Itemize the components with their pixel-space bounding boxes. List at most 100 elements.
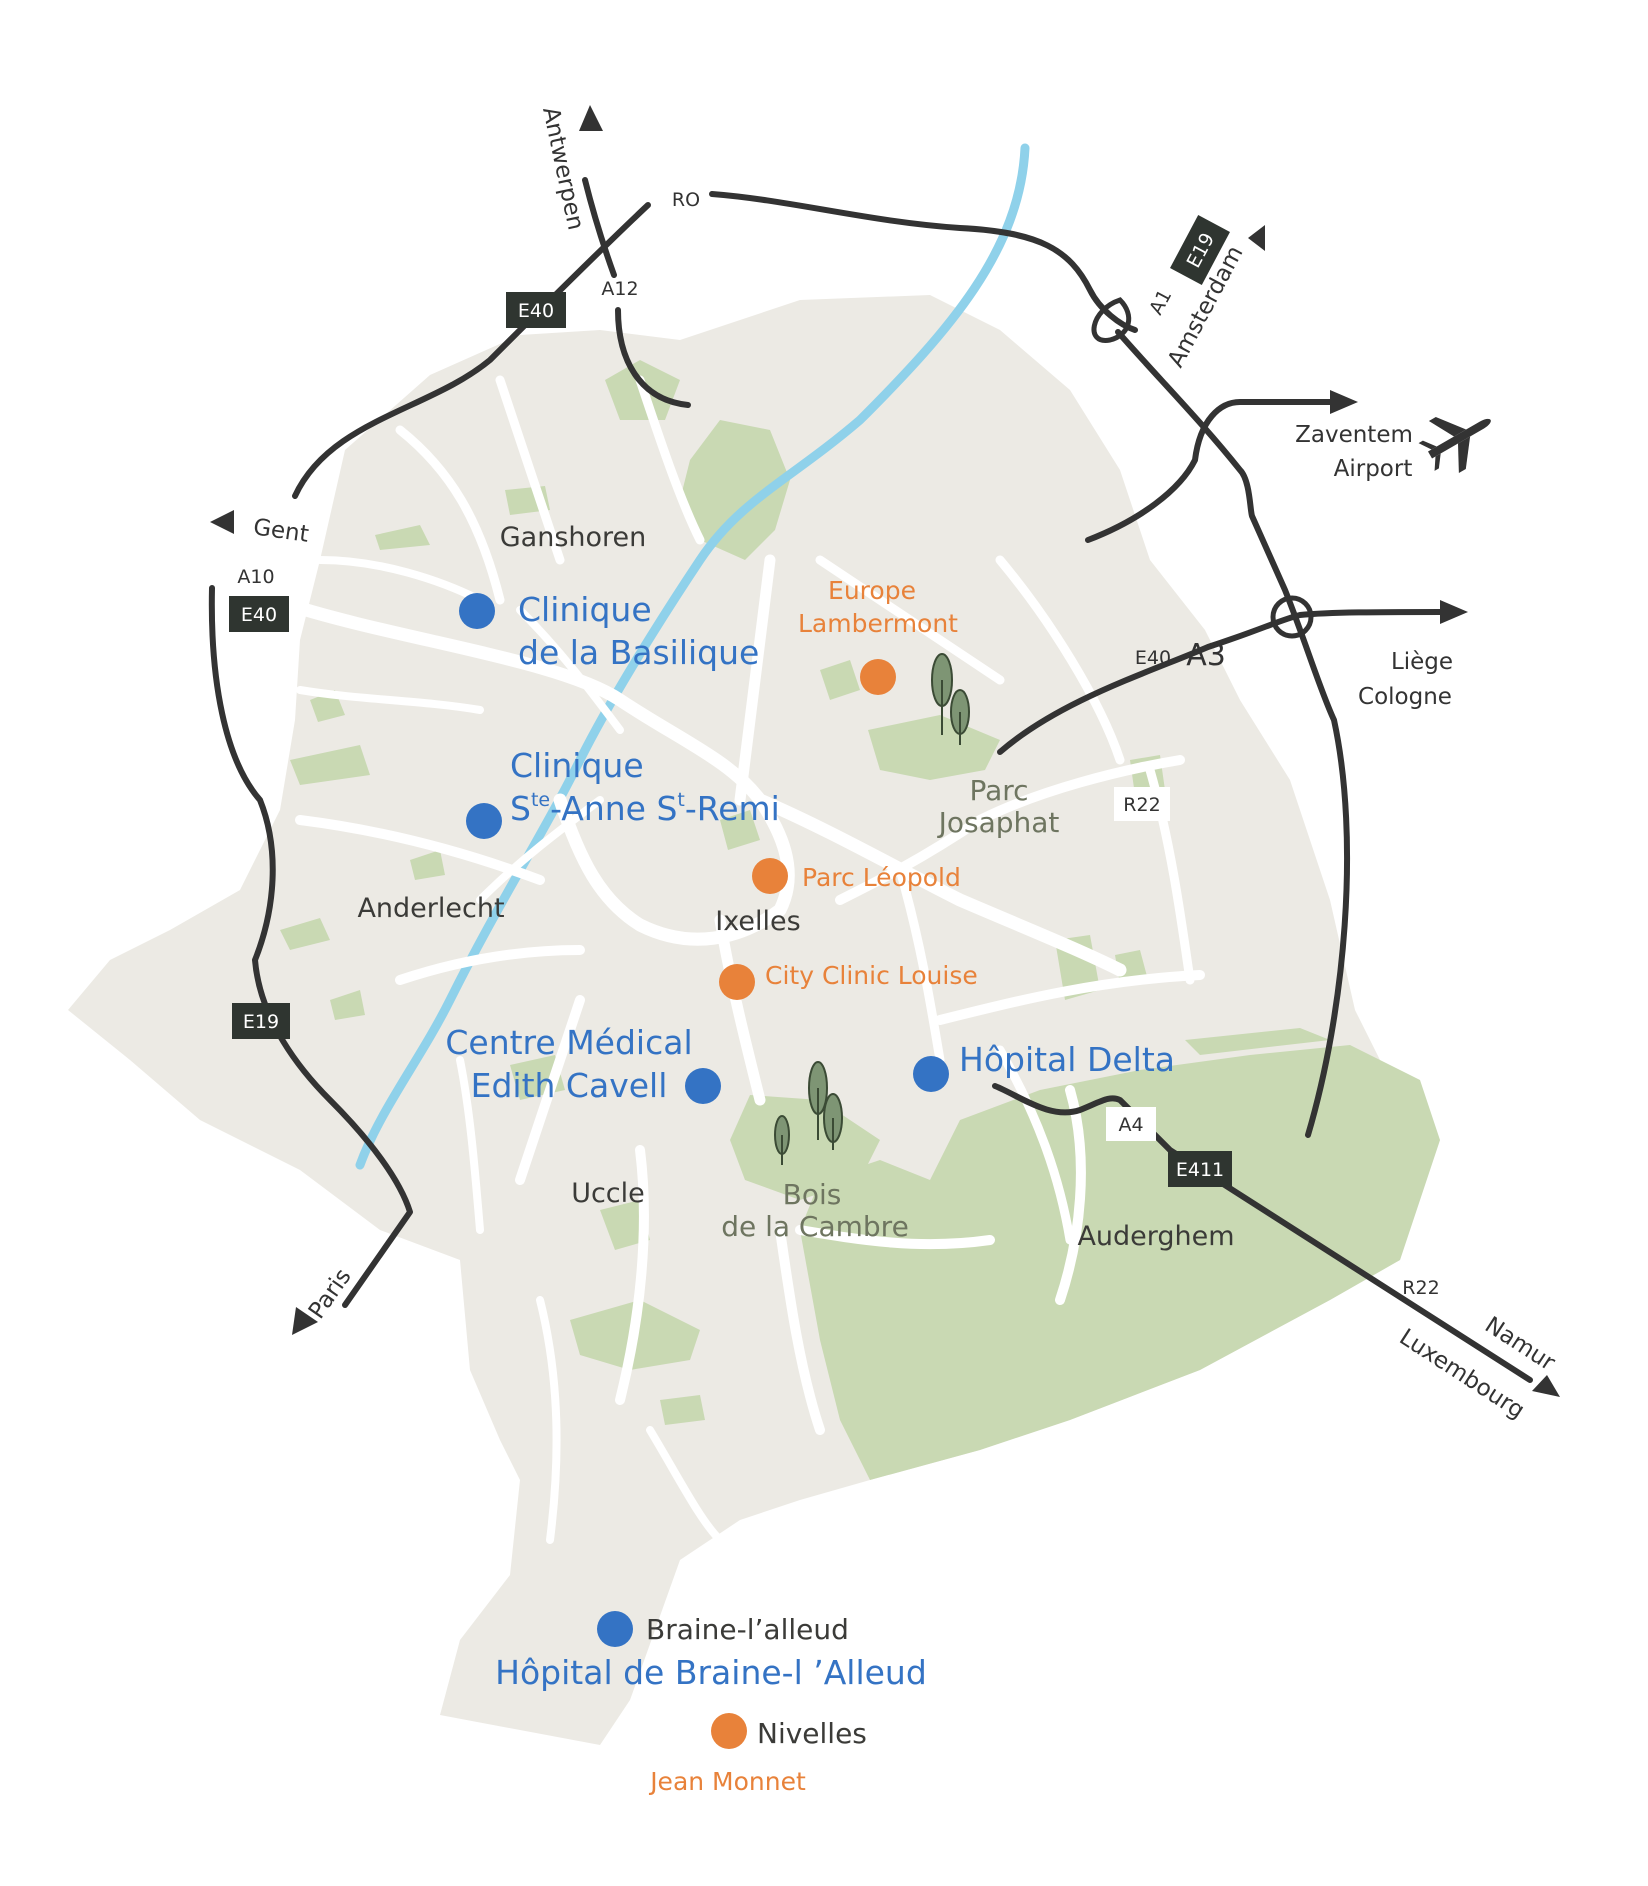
- arrow-amsterdam-icon: [1248, 225, 1265, 251]
- marker-hopital-delta[interactable]: [913, 1056, 949, 1092]
- shield-e19-sw: E19: [232, 1003, 290, 1039]
- street-forest: [456, 1056, 484, 1234]
- label-steanne-s1: S: [510, 789, 531, 828]
- label-steanne-2[interactable]: Ste-Anne St-Remi: [510, 789, 780, 828]
- street-midi: [476, 796, 604, 904]
- label-basilique-1[interactable]: Clinique: [518, 590, 652, 629]
- dir-antwerpen: Antwerpen: [537, 105, 588, 233]
- park-east-4: [1185, 1028, 1330, 1055]
- label-leopold[interactable]: Parc Léopold: [802, 863, 961, 892]
- svg-text:A4: A4: [1118, 1114, 1143, 1136]
- label-europe-1[interactable]: Europe: [828, 576, 916, 605]
- road-label-a12: A12: [601, 278, 638, 300]
- dir-liege: Liège: [1391, 649, 1453, 675]
- road-label-a3: A3: [1186, 638, 1226, 673]
- motorway-e40-west-ring: [208, 585, 413, 1308]
- street-north-3: [635, 375, 705, 545]
- park-sonian-forest: [800, 1045, 1440, 1480]
- label-braine-place: Braine-l’alleud: [646, 1613, 849, 1646]
- dir-zaventem: Zaventem: [1295, 422, 1413, 448]
- park-label-cambre-2: de la Cambre: [721, 1210, 909, 1243]
- label-steanne-remi: -Remi: [685, 789, 780, 828]
- park-nord-europe: [820, 660, 860, 700]
- street-uccle-west: [515, 995, 585, 1185]
- badge-r22-mid: R22: [1114, 787, 1170, 821]
- park-josaphat: [868, 715, 1000, 780]
- arrow-namur-icon: [1532, 1375, 1560, 1397]
- street-ring-west: [283, 598, 1127, 977]
- park-label-cambre-1: Bois: [783, 1178, 842, 1211]
- label-braine[interactable]: Hôpital de Braine-l ’Alleud: [495, 1653, 927, 1692]
- arrow-paris-icon: [292, 1307, 318, 1335]
- motorway-a3: [997, 609, 1443, 755]
- street-south-east: [1055, 1085, 1086, 1305]
- arrow-gent-icon: [210, 510, 234, 534]
- park-west-2: [290, 745, 370, 785]
- road-label-ro: RO: [672, 189, 700, 211]
- marker-city-clinic-louise[interactable]: [719, 964, 755, 1000]
- road-label-e40-east: E40: [1135, 647, 1171, 669]
- label-steanne-1[interactable]: Clinique: [510, 746, 644, 785]
- arrow-antwerpen-icon: [579, 105, 603, 131]
- marker-clinique-ste-anne[interactable]: [466, 803, 502, 839]
- svg-text:R22: R22: [1123, 794, 1160, 816]
- marker-clinique-basilique[interactable]: [459, 593, 495, 629]
- airplane-icon: [1418, 417, 1491, 473]
- marker-braine[interactable]: [597, 1611, 633, 1647]
- motorways-layer: [208, 177, 1533, 1383]
- street-east-2: [935, 970, 1205, 1025]
- motorway-interchange-north: [1091, 297, 1132, 343]
- street-boitsfort: [795, 1225, 995, 1250]
- label-cavell-2[interactable]: Edith Cavell: [471, 1066, 668, 1105]
- street-etterbeek: [895, 865, 945, 1065]
- motorway-a12-south: [615, 307, 691, 408]
- motorway-a12: [582, 177, 617, 278]
- label-nivelles-place: Nivelles: [757, 1717, 867, 1750]
- arrow-liege-icon: [1440, 600, 1468, 624]
- motorway-airport-link: [1085, 399, 1333, 543]
- marker-europe-lambermont[interactable]: [860, 659, 896, 695]
- street-molenbeek: [296, 686, 484, 714]
- park-label-josaphat-2: Josaphat: [937, 806, 1060, 839]
- street-pentagon: [553, 793, 795, 946]
- label-louise[interactable]: City Clinic Louise: [765, 961, 978, 990]
- street-koekelberg: [516, 606, 624, 734]
- label-monnet[interactable]: Jean Monnet: [648, 1767, 806, 1796]
- district-ixelles: Ixelles: [715, 906, 800, 937]
- label-steanne-anne: -Anne S: [550, 789, 677, 828]
- park-label-josaphat-1: Parc: [969, 774, 1028, 807]
- label-europe-2[interactable]: Lambermont: [798, 609, 958, 638]
- street-north-south: [734, 554, 776, 806]
- shield-e40-nw: E40: [506, 292, 566, 328]
- parks-layer: [280, 360, 1440, 1480]
- park-anderlecht-1: [280, 918, 330, 950]
- park-anderlecht-2: [330, 990, 365, 1020]
- street-avenue-louise: [714, 914, 766, 1106]
- label-steanne-t: t: [677, 789, 684, 811]
- marker-nivelles[interactable]: [711, 1713, 747, 1749]
- label-cavell-1[interactable]: Centre Médical: [445, 1023, 692, 1062]
- marker-parc-leopold[interactable]: [752, 858, 788, 894]
- arrows-layer: [210, 105, 1560, 1397]
- street-jette: [316, 556, 484, 604]
- park-uccle-4: [660, 1395, 705, 1425]
- street-watermael: [995, 1045, 1075, 1245]
- label-steanne-te: te: [531, 789, 550, 811]
- motorway-roundabout-liege: [1270, 595, 1314, 639]
- motorway-e40-nw: [292, 202, 651, 499]
- street-schaerbeek: [815, 555, 1005, 685]
- road-label-a10: A10: [237, 566, 274, 588]
- marker-edith-cavell[interactable]: [685, 1068, 721, 1104]
- street-chaussee-waterloo: [775, 1225, 825, 1435]
- street-south-2: [646, 1426, 724, 1544]
- street-anderlecht-south: [395, 945, 585, 985]
- dir-namur: Namur: [1480, 1312, 1560, 1376]
- park-center-1: [720, 810, 760, 850]
- tree-icon: [774, 653, 970, 1165]
- label-delta[interactable]: Hôpital Delta: [959, 1040, 1175, 1079]
- label-basilique-2[interactable]: de la Basilique: [518, 633, 759, 672]
- street-north-2: [495, 375, 565, 565]
- street-evere: [995, 555, 1125, 765]
- svg-text:E19: E19: [243, 1011, 279, 1033]
